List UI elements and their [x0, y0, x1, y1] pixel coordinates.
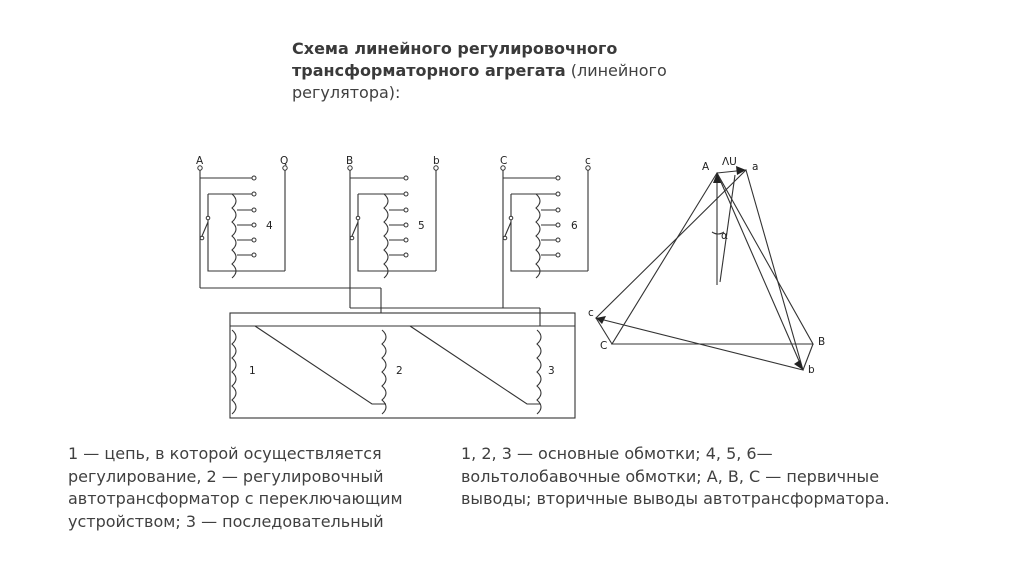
label-winding-5: 5	[418, 220, 425, 232]
label-winding-3: 3	[548, 365, 555, 377]
vector-label-b: b	[808, 364, 815, 376]
main-transformer	[229, 312, 576, 419]
label-A: A	[196, 155, 204, 167]
title-bold: Схема линейного регулировочного трансфор…	[292, 39, 618, 80]
label-B: B	[346, 155, 353, 167]
vector-label-dU: ΛU	[722, 156, 737, 168]
label-C: C	[500, 155, 507, 167]
vector-label-alpha: α	[721, 230, 728, 242]
title-normal: (линейного регулятора):	[292, 61, 667, 102]
slide-title: Схема линейного регулировочного трансфор…	[292, 38, 772, 104]
label-Q: Q	[280, 155, 288, 167]
vector-label-c: c	[588, 307, 594, 319]
label-winding-4: 4	[266, 220, 273, 232]
vector-label-B: B	[818, 336, 825, 348]
regulator-unit-2	[349, 168, 541, 326]
vector-label-a: a	[752, 161, 758, 173]
label-winding-2: 2	[396, 365, 403, 377]
vector-label-C: C	[600, 340, 607, 352]
regulator-unit-3	[502, 168, 589, 308]
label-winding-6: 6	[571, 220, 578, 232]
caption-left: 1 — цепь, в которой осуществляется регул…	[68, 444, 403, 531]
label-winding-1: 1	[249, 365, 256, 377]
label-c: c	[585, 155, 591, 167]
caption-right: 1, 2, 3 — основные обмотки; 4, 5, 6— вол…	[461, 444, 890, 508]
label-b: b	[433, 155, 440, 167]
vector-label-A: A	[702, 161, 710, 173]
regulator-unit-1	[199, 168, 382, 313]
vector-diagram	[594, 168, 814, 371]
